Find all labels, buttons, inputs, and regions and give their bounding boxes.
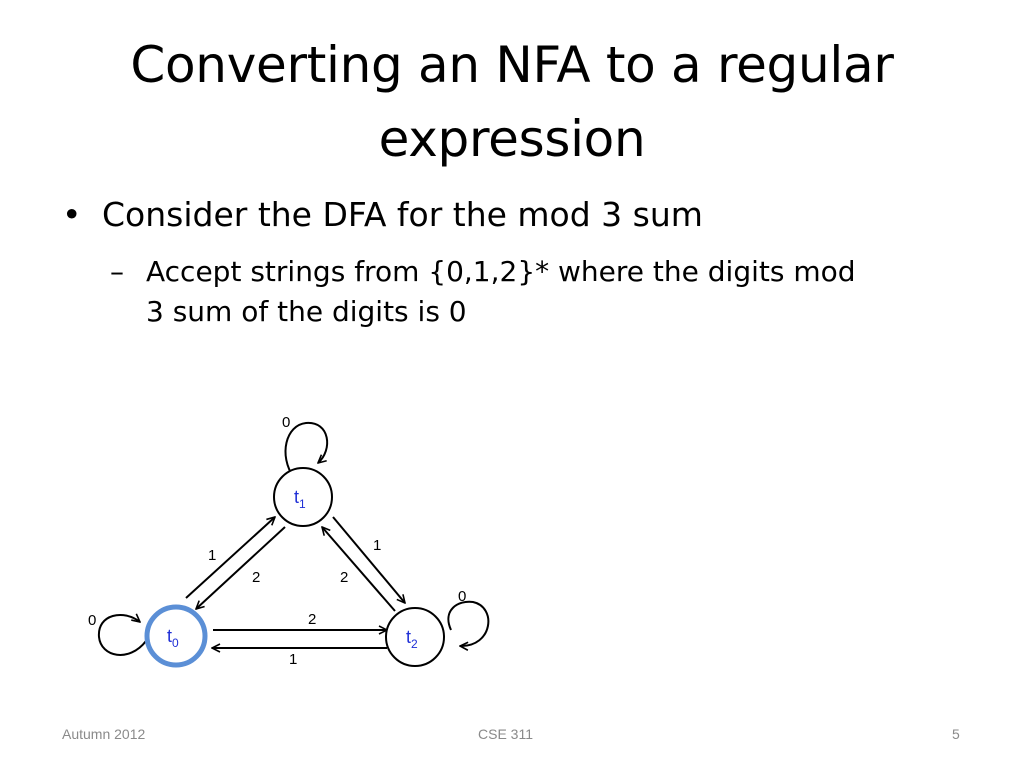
label-t0-loop: 0 (88, 612, 96, 629)
sub-bullet-marker: – (110, 255, 124, 288)
label-t1-t2: 1 (373, 537, 381, 554)
state-t0-circle (144, 604, 208, 668)
label-t1-loop: 0 (282, 414, 290, 431)
edge-t1-t2 (332, 516, 405, 603)
state-t1-label: t1 (294, 487, 306, 511)
title-line-2: expression (378, 110, 646, 168)
label-t2-t0: 1 (289, 651, 297, 668)
bullet-text: Consider the DFA for the mod 3 sum (102, 195, 703, 234)
self-loop-t0 (97, 615, 147, 656)
footer-course: CSE 311 (478, 726, 533, 742)
self-loop-t1 (284, 421, 329, 479)
title-line-1: Converting an NFA to a regular (130, 36, 894, 94)
slide-title: Converting an NFA to a regular expressio… (40, 28, 984, 176)
state-t2-label: t2 (406, 627, 418, 651)
label-t0-t2: 2 (308, 611, 316, 628)
footer-page-number: 5 (952, 726, 960, 742)
label-t2-loop: 0 (458, 588, 466, 605)
self-loop-t2 (447, 600, 490, 646)
edge-t1-t0 (196, 526, 286, 609)
bullet-item: • Consider the DFA for the mod 3 sum (62, 191, 703, 239)
label-t2-t1: 2 (340, 569, 348, 586)
label-t0-t1: 1 (208, 547, 216, 564)
sub-bullet-line-2: 3 sum of the digits is 0 (146, 295, 467, 328)
state-t0-label: t0 (167, 626, 179, 650)
edge-t0-t1 (185, 517, 275, 599)
bullet-marker: • (62, 195, 82, 234)
sub-bullet-item: – Accept strings from {0,1,2}* where the… (110, 252, 970, 332)
label-t1-t0: 2 (252, 569, 260, 586)
state-t1-circle (273, 467, 333, 527)
sub-bullet-line-1: Accept strings from {0,1,2}* where the d… (146, 255, 856, 288)
footer-term: Autumn 2012 (62, 726, 146, 742)
state-t2-circle (385, 607, 445, 667)
sub-bullet-text: Accept strings from {0,1,2}* where the d… (146, 252, 970, 332)
edge-t2-t1 (322, 527, 396, 612)
